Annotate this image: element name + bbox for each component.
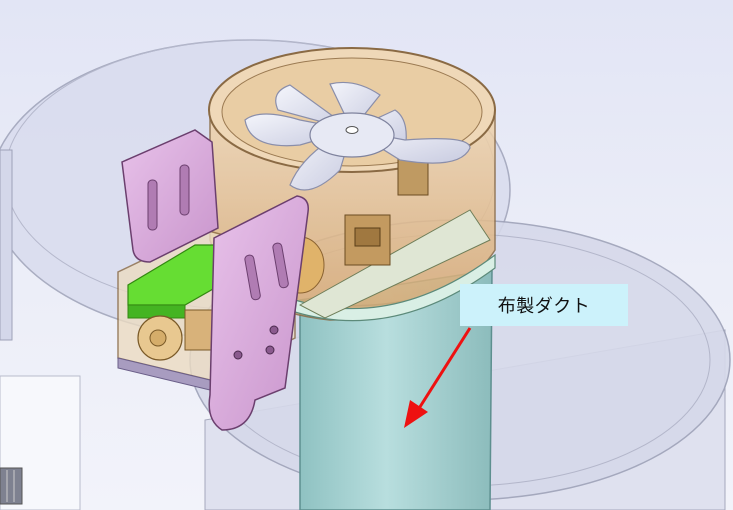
fan-icon: [244, 81, 471, 191]
callout-arrow: [404, 327, 472, 428]
duct-callout-label: 布製ダクト: [460, 284, 628, 326]
lower-left-box: [0, 375, 81, 510]
bracket-icon: [121, 129, 219, 263]
front-bracket: [208, 195, 310, 431]
